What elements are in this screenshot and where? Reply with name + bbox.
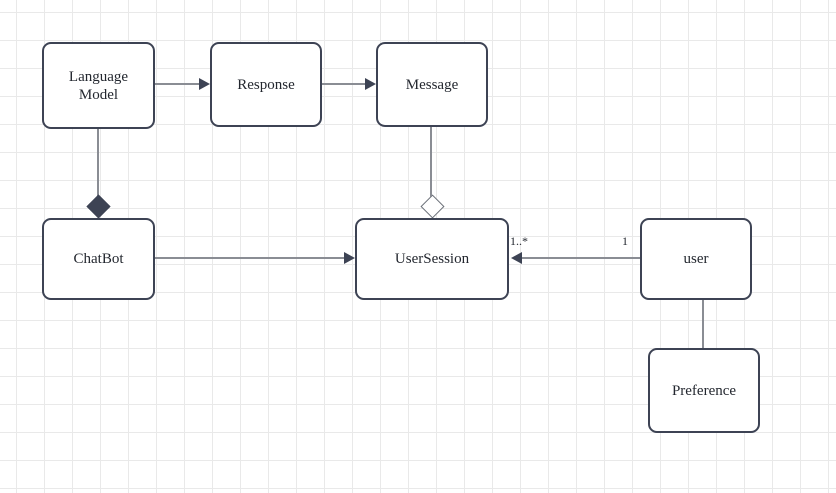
aggregation-diamond-icon-usersession xyxy=(420,194,445,219)
class-node-chatbot[interactable]: ChatBot xyxy=(42,218,155,300)
arrowhead-icon-language-model-to-response xyxy=(199,78,210,90)
multiplicity-label-many: 1..* xyxy=(510,234,528,248)
class-node-response[interactable]: Response xyxy=(210,42,322,127)
class-node-label-chatbot: ChatBot xyxy=(73,251,124,267)
multiplicity-label-one: 1 xyxy=(622,234,628,248)
edge-user-to-preference xyxy=(702,300,704,350)
edge-language-model-to-response xyxy=(155,83,203,85)
class-node-message[interactable]: Message xyxy=(376,42,488,127)
edge-response-to-message xyxy=(322,83,369,85)
class-node-label-preference: Preference xyxy=(671,382,737,399)
class-node-preference[interactable]: Preference xyxy=(648,348,760,433)
class-node-user[interactable]: user xyxy=(640,218,752,300)
class-node-label-usersession: UserSession xyxy=(394,251,470,267)
edge-user-to-usersession xyxy=(516,257,640,259)
class-node-language-model[interactable]: Language Model xyxy=(42,42,155,129)
arrowhead-icon-chatbot-to-usersession xyxy=(344,252,355,264)
arrowhead-icon-user-to-usersession xyxy=(511,252,522,264)
class-node-usersession[interactable]: UserSession xyxy=(355,218,509,300)
arrowhead-icon-response-to-message xyxy=(365,78,376,90)
edge-language-model-to-chatbot xyxy=(97,129,99,211)
class-node-label-user: user xyxy=(683,251,709,267)
edge-message-to-usersession xyxy=(430,127,432,211)
class-node-label-language-model: Language Model xyxy=(68,68,129,103)
edge-chatbot-to-usersession xyxy=(155,257,348,259)
composition-diamond-icon-chatbot xyxy=(86,194,111,219)
class-node-label-message: Message xyxy=(405,76,459,93)
class-node-label-response: Response xyxy=(237,76,295,93)
